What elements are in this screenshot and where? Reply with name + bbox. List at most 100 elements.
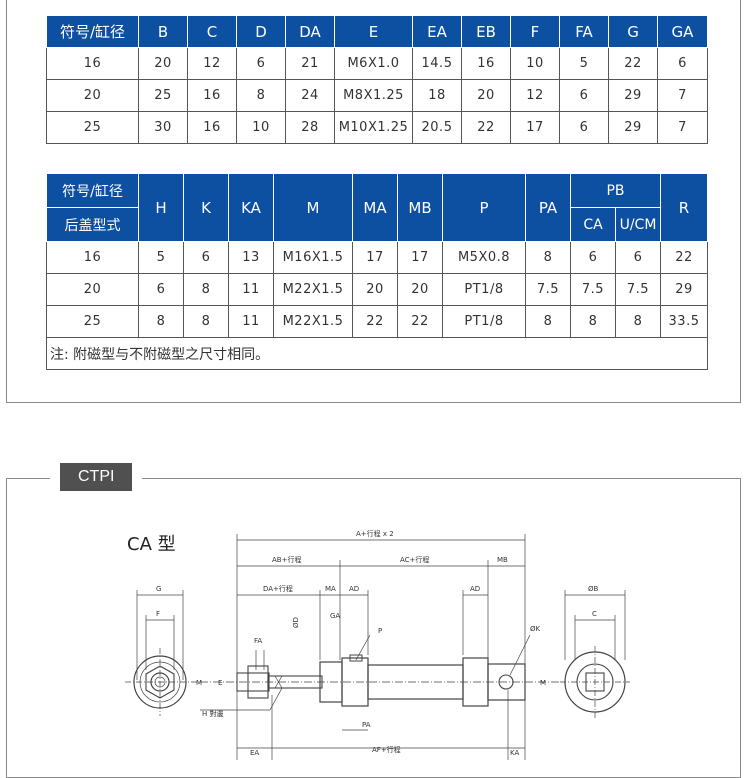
table-cell: 17 (397, 241, 443, 274)
table-cell: 20 (352, 273, 398, 306)
section-tag: CTPI (60, 463, 133, 491)
table-cell: 16 (461, 47, 511, 80)
table-cell: 22 (608, 47, 658, 80)
dim-label: AF+行程 (372, 745, 401, 754)
dim-label: EA (250, 749, 259, 757)
table-cell: 16 (46, 241, 139, 274)
table-cell: 16 (46, 47, 139, 80)
table-cell: 22 (397, 305, 443, 338)
dim-label: G (156, 585, 161, 593)
table-note: 注: 附磁型与不附磁型之尺寸相同。 (45, 337, 709, 370)
dim-label: GA (330, 612, 340, 620)
dim-label: F (156, 610, 160, 618)
dim-label: M (196, 679, 202, 687)
dim-label: C (592, 610, 597, 618)
dim-label: DA+行程 (263, 584, 293, 593)
table-cell: 6 (138, 273, 184, 306)
header-cell: PB (569, 173, 662, 208)
dim-label: PA (362, 721, 371, 729)
table-note-row: 注: 附磁型与不附磁型之尺寸相同。 (45, 337, 709, 370)
table-cell: 8 (183, 305, 229, 338)
table-cell: 5 (138, 241, 184, 274)
table-cell: 22 (660, 241, 709, 274)
dimension-labels: A+行程 x 2 AB+行程 AC+行程 MB DA+行程 MA AD AD G… (156, 529, 599, 757)
table-cell: 6 (559, 79, 609, 112)
table-cell: 25 (46, 305, 139, 338)
dim-label: H 對邊 (202, 709, 224, 718)
header-cell: H (138, 173, 184, 242)
table-cell: 10 (236, 111, 286, 144)
table-cell: 20 (46, 273, 139, 306)
table-cell: 6 (570, 241, 616, 274)
header-cell: EA (412, 15, 462, 48)
table-cell: 5 (559, 47, 609, 80)
dimension-table-2: 符号/缸径 H K KA M MA MB P PA PB R 后盖型式 CA U… (45, 173, 709, 370)
table-cell: 25 (46, 111, 139, 144)
table-cell: 8 (525, 241, 571, 274)
table-cell: 7.5 (570, 273, 616, 306)
table-cell: 20 (397, 273, 443, 306)
table-cell: 18 (412, 79, 462, 112)
table-cell: M8X1.25 (334, 79, 413, 112)
table-cell: 33.5 (660, 305, 709, 338)
table-cell: 21 (285, 47, 335, 80)
header-cell: P (442, 173, 526, 242)
header-cell: 符号/缸径 (46, 173, 139, 208)
header-cell: E (334, 15, 413, 48)
header-cell: MA (352, 173, 398, 242)
header-cell: R (660, 173, 709, 242)
table-cell: M16X1.5 (273, 241, 353, 274)
table-cell: M22X1.5 (273, 305, 353, 338)
table-cell: M22X1.5 (273, 273, 353, 306)
table-cell: 8 (236, 79, 286, 112)
dim-label: ØD (292, 617, 300, 628)
table-header-row: 符号/缸径 H K KA M MA MB P PA PB R (46, 173, 709, 242)
table-cell: 7 (657, 79, 708, 112)
header-cell: B (138, 15, 188, 48)
table-cell: 6 (236, 47, 286, 80)
table-cell: 22 (461, 111, 511, 144)
table-cell: 24 (285, 79, 335, 112)
table-cell: PT1/8 (442, 273, 526, 306)
table-cell: 12 (187, 47, 237, 80)
dim-label: KA (510, 749, 519, 757)
header-cell: CA (570, 207, 616, 242)
dim-label: AC+行程 (400, 555, 429, 564)
table-cell: 8 (614, 305, 662, 338)
table-cell: 11 (228, 273, 274, 306)
table-cell: 6 (559, 111, 609, 144)
dim-label: ØB (588, 585, 599, 593)
table-cell: 20.5 (412, 111, 462, 144)
dim-label: AB+行程 (272, 555, 301, 564)
dim-label: MA (325, 585, 336, 593)
table-cell: 29 (608, 79, 658, 112)
dim-label: FA (254, 637, 262, 645)
table-cell: 6 (614, 241, 662, 274)
header-cell: FA (559, 15, 609, 48)
table-cell: 8 (570, 305, 616, 338)
table-cell: 29 (608, 111, 658, 144)
table-cell: 8 (183, 273, 229, 306)
header-cell: KA (228, 173, 274, 242)
table-cell: 10 (510, 47, 560, 80)
header-cell: G (608, 15, 658, 48)
spec-panel (6, 0, 741, 403)
dim-label: AD (349, 585, 359, 593)
header-cell: K (183, 173, 229, 242)
table-cell: 6 (657, 47, 708, 80)
table-cell: 17 (352, 241, 398, 274)
table-cell: 7.5 (614, 273, 662, 306)
diagram-title: CA 型 (127, 534, 176, 555)
table-cell: 20 (138, 47, 188, 80)
table-cell: 20 (46, 79, 139, 112)
table-cell: PT1/8 (442, 305, 526, 338)
table-cell: 22 (352, 305, 398, 338)
dim-label: MB (497, 556, 508, 564)
table-cell: 20 (461, 79, 511, 112)
header-cell: M (273, 173, 353, 242)
